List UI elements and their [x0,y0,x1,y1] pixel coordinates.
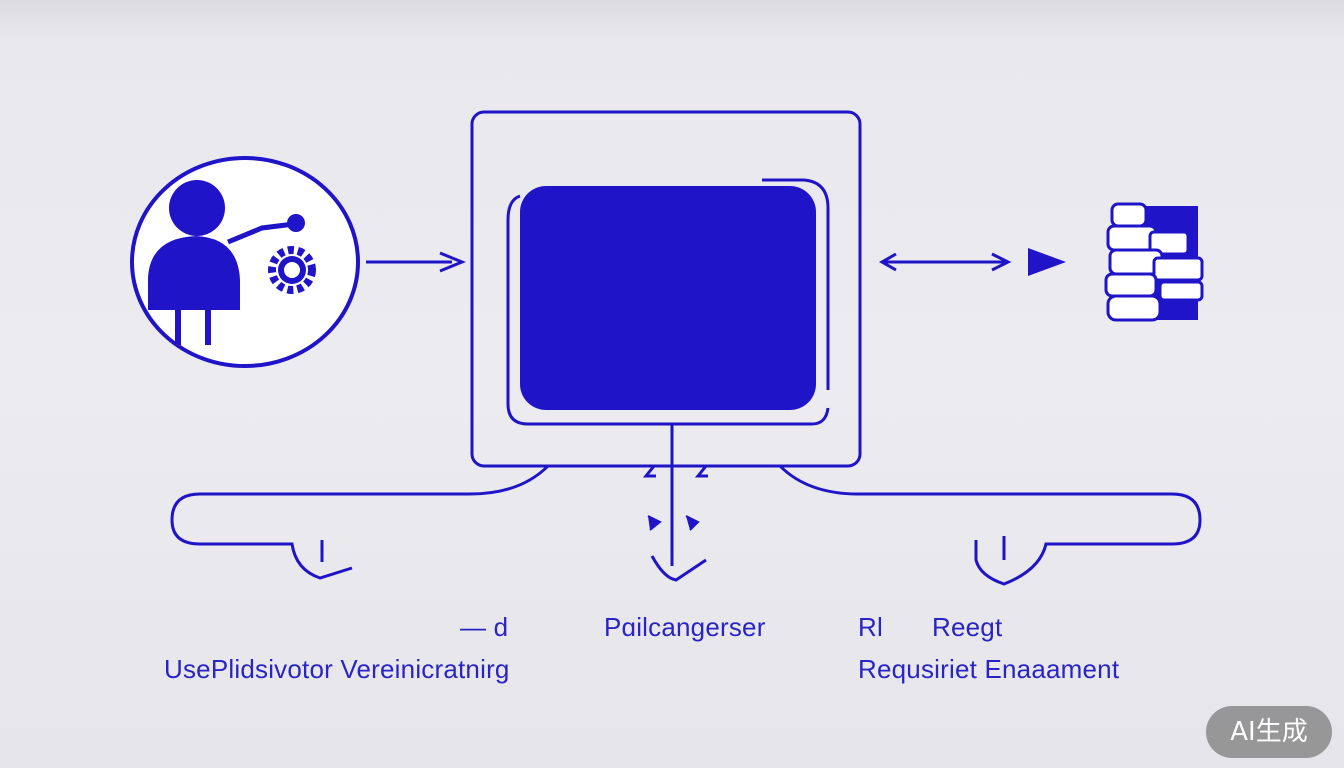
left-label-bottom: UsePlidsivotor Vereinicratnirg [164,654,510,684]
ai-generated-badge: AI生成 [1206,706,1332,758]
right-label-top: Reegt [932,612,1003,642]
gear-icon [268,246,316,294]
right-label-bottom: Requsiriet Enaaament [858,654,1120,684]
arrow-left-to-center [366,251,466,273]
user-gear-icon [130,156,360,368]
center-label-extra: Rl [858,612,883,642]
left-label-top: — d [460,612,509,642]
bottom-connector [170,464,1202,586]
monitor-icon [470,110,862,566]
center-label: Pɑilcangerser [604,612,766,642]
arrow-center-to-right [878,248,1066,276]
stacked-boxes-icon [1104,202,1204,322]
